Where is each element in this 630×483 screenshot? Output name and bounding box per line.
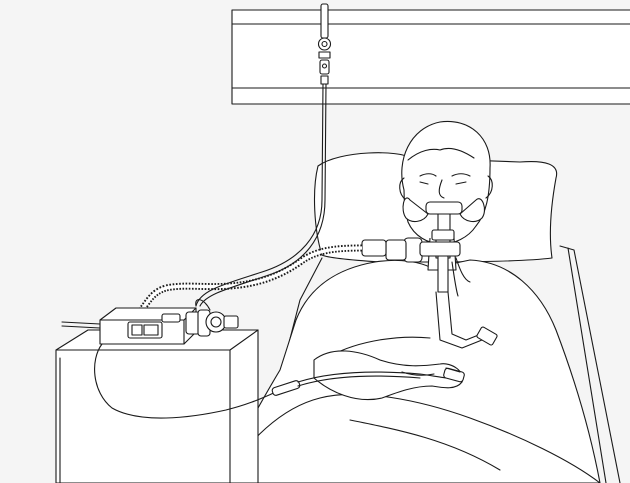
face-mask-icon	[403, 198, 484, 258]
suspension-line	[196, 84, 326, 306]
sensor-cable	[95, 344, 448, 418]
ceiling-rail	[232, 10, 630, 104]
iv-pole-icon	[319, 4, 331, 84]
pulse-oximeter-icon	[443, 368, 465, 383]
ventilator-device-icon	[62, 300, 238, 344]
breathing-hose-icon	[140, 248, 362, 312]
bedside-cabinet	[56, 330, 258, 483]
airway-tubing	[362, 238, 498, 348]
